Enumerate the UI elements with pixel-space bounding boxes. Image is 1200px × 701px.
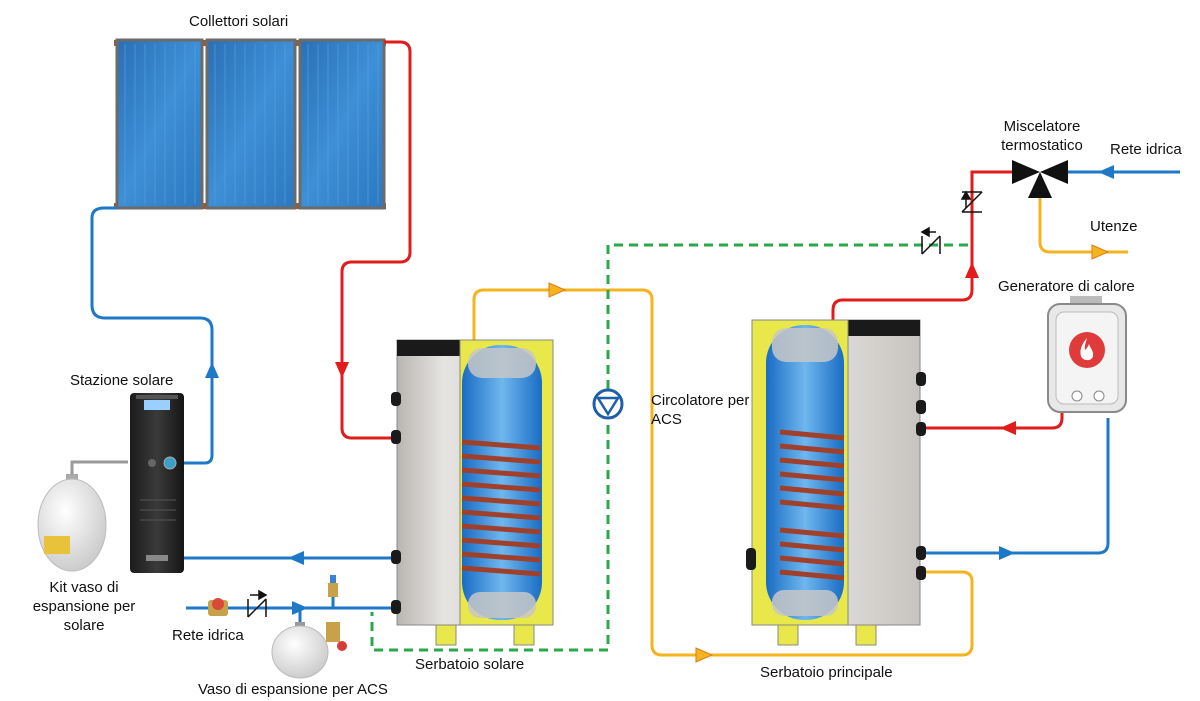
flow-arrow-right-orange-1 — [548, 282, 567, 298]
mixer-label: Miscelatore termostatico — [1001, 118, 1083, 154]
solar-flow-pipe — [340, 40, 412, 440]
heat-generator-label: Generatore di calore — [998, 278, 1135, 295]
flow-arrow-right-orange-3 — [1091, 244, 1110, 260]
thermostatic-mixer-valve — [1012, 160, 1068, 198]
main-tank-upper-coil — [779, 429, 845, 511]
main-tank-hot-outlet-pipe — [831, 170, 1012, 325]
heat-generator — [1047, 296, 1127, 413]
main-tank-label: Serbatoio principale — [760, 664, 893, 681]
flow-arrow-left-blue-1 — [288, 551, 304, 565]
flow-arrow-left-blue-2 — [1098, 165, 1114, 179]
solar-station-gauge — [163, 456, 177, 470]
main-tank-lower-coil — [779, 527, 845, 581]
flame-icon — [1080, 338, 1094, 361]
acs-expansion-vessel — [271, 622, 329, 679]
solar-station-label: Stazione solare — [70, 372, 174, 389]
water-mains-left-label: Rete idrica — [172, 627, 244, 644]
recirculation-pipe — [370, 243, 968, 652]
check-valve-cold-inlet — [247, 589, 268, 618]
flow-arrow-left-red — [1000, 421, 1016, 435]
collector-panel-2 — [205, 38, 297, 210]
safety-valve — [326, 575, 347, 651]
dhw-transfer-pipe — [472, 288, 974, 657]
collectors-label: Collettori solari — [189, 13, 289, 30]
flow-arrow-right-orange-2 — [695, 647, 714, 663]
solar-tank-label: Serbatoio solare — [415, 656, 525, 673]
solar-tank-coil — [461, 439, 541, 577]
collector-panel-3 — [298, 38, 386, 210]
collector-panel-1 — [115, 38, 204, 210]
solar-station-display — [144, 400, 170, 410]
boiler-return-pipe — [922, 418, 1110, 555]
users-label: Utenze — [1090, 218, 1138, 235]
users-outlet-pipe — [1038, 195, 1128, 254]
flow-arrow-up-blue — [205, 362, 219, 378]
expansion-kit-label: Kit vaso di espansione per solare — [32, 579, 136, 634]
check-valve-hot-outlet — [960, 190, 983, 213]
solar-station — [130, 393, 184, 573]
solar-return-pipe — [90, 206, 214, 465]
ball-valve — [208, 598, 228, 616]
boiler-flow-pipe — [922, 405, 1064, 430]
check-valve-recirculation — [920, 226, 941, 255]
acs-pump-label: Circolatore per ACS — [651, 392, 750, 428]
acs-circulator-pump-icon — [592, 388, 624, 420]
flow-arrow-up-red — [965, 262, 979, 278]
solar-collectors — [114, 38, 386, 210]
flow-arrow-right-blue-2 — [999, 546, 1015, 560]
solar-expansion-vessel — [37, 474, 107, 572]
water-mains-right-label: Rete idrica — [1110, 141, 1182, 158]
acs-expansion-label: Vaso di espansione per ACS — [198, 681, 388, 698]
main-tank — [746, 319, 926, 646]
solar-tank — [391, 339, 554, 646]
flow-arrow-down-red — [335, 362, 349, 378]
